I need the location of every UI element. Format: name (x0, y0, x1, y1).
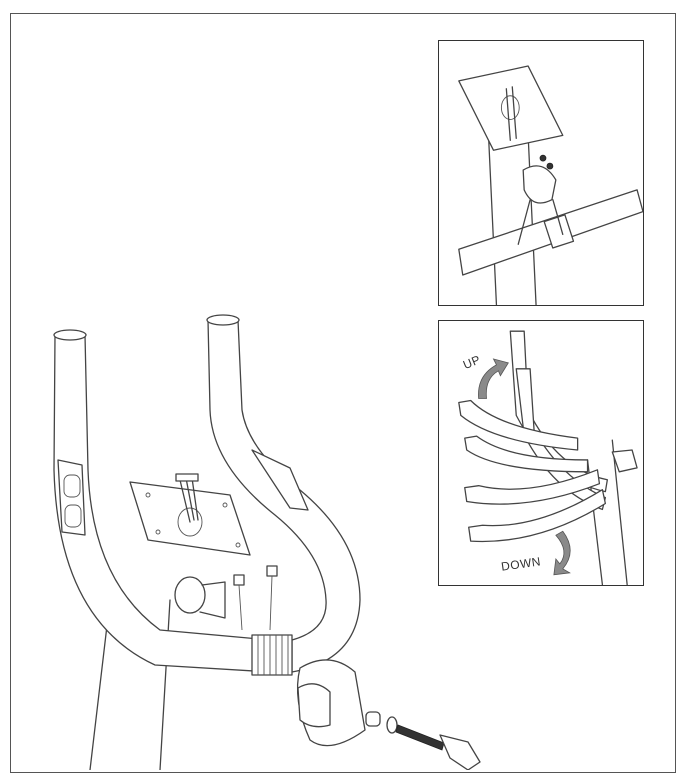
curved-arrow-down-icon (553, 530, 571, 576)
right-handlebar-end (206, 314, 240, 326)
left-grip-slot-2 (64, 504, 82, 528)
inset-mounting-plate (458, 65, 564, 151)
spacer (365, 711, 381, 727)
adj-bar-down-1 (464, 469, 601, 505)
inset-plate-hole (500, 95, 520, 120)
knurl-lines (257, 635, 289, 675)
inset-clamp-arms (517, 199, 564, 245)
inset-clamp (522, 165, 557, 204)
curved-arrow-up-icon (478, 358, 509, 399)
adj-bar-down-2 (468, 488, 607, 543)
left-grip-slot-1 (63, 474, 81, 498)
inset-knurled-collar (543, 214, 575, 249)
handlebar-assembly-drawing (30, 300, 500, 770)
sensor-connector-right (266, 565, 278, 577)
detail-mounting-svg (458, 65, 643, 305)
inset-screw-2 (546, 162, 554, 170)
page-frame (10, 13, 676, 773)
inset-screw-1 (539, 154, 547, 162)
left-grip-sensor (57, 459, 86, 536)
detail-adjustment-svg (458, 330, 638, 585)
plate-screw-4 (235, 542, 241, 548)
right-grip-sensor (251, 449, 309, 511)
inset-wires (505, 86, 517, 141)
detail-inset-adjustment: UP DOWN (438, 320, 644, 586)
adj-knob (611, 449, 638, 473)
handlebar-assembly-svg (53, 314, 481, 770)
inset-frame-post (487, 134, 537, 305)
knurled-collar (251, 634, 293, 676)
sensor-connector-left (233, 574, 245, 586)
plate-screw-2 (222, 502, 228, 508)
bolt (395, 724, 445, 751)
cover-opening (297, 683, 331, 728)
frame-post-right (159, 599, 171, 770)
adj-bar-mid-2 (464, 435, 589, 473)
wire-connector (175, 473, 199, 482)
adj-bar-mid-1 (458, 399, 579, 451)
clamp-arm (199, 581, 226, 619)
sensor-wires (238, 575, 273, 631)
plate-screw-1 (145, 492, 151, 498)
adjustment-knob (439, 734, 481, 770)
washer (386, 716, 398, 734)
plate-hole (177, 507, 203, 537)
left-handlebar-end (53, 329, 87, 341)
plate-screw-3 (155, 529, 161, 535)
mounting-plate (129, 481, 251, 556)
wire-bundle (179, 477, 199, 523)
clamp-bracket (174, 576, 206, 614)
detail-inset-mounting (438, 40, 644, 306)
